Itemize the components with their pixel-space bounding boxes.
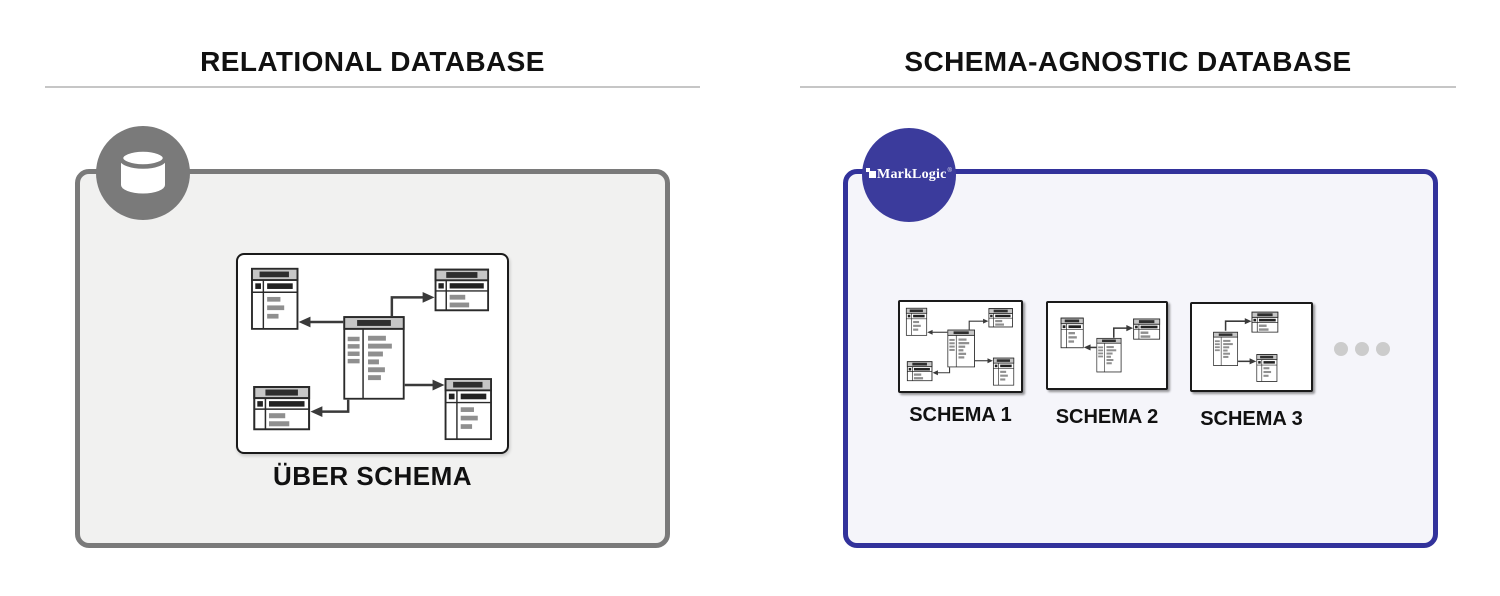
marklogic-logo-mark-icon	[866, 168, 877, 178]
uber-schema-box	[236, 253, 509, 454]
registered-trademark-symbol: ®	[947, 168, 952, 174]
schema-3-er-diagram	[1192, 304, 1311, 390]
relational-database-title: RELATIONAL DATABASE	[200, 46, 545, 77]
marklogic-logo-text: MarkLogic	[877, 167, 947, 182]
uber-schema-er-diagram	[238, 255, 507, 452]
marklogic-logo: MarkLogic ®	[866, 168, 952, 182]
database-cylinder-icon	[118, 147, 168, 194]
database-badge	[96, 126, 190, 220]
schema-1-label: SCHEMA 1	[909, 404, 1012, 426]
schema-2-card	[1046, 301, 1168, 390]
uber-schema-label: ÜBER SCHEMA	[272, 461, 473, 491]
left-title-divider	[45, 86, 700, 88]
schema-3-label: SCHEMA 3	[1200, 408, 1303, 430]
marklogic-badge: MarkLogic ®	[862, 128, 956, 222]
schema-agnostic-database-title: SCHEMA-AGNOSTIC DATABASE	[904, 46, 1352, 77]
more-schemas-ellipsis	[1334, 342, 1390, 356]
schema-1-er-diagram	[900, 302, 1021, 391]
schema-2-label: SCHEMA 2	[1055, 406, 1159, 428]
schema-3-card	[1190, 302, 1313, 392]
schema-2-er-diagram	[1048, 303, 1166, 388]
right-title-divider	[800, 86, 1456, 88]
schema-1-card	[898, 300, 1023, 393]
ellipsis-dot	[1355, 342, 1369, 356]
ellipsis-dot	[1334, 342, 1348, 356]
ellipsis-dot	[1376, 342, 1390, 356]
